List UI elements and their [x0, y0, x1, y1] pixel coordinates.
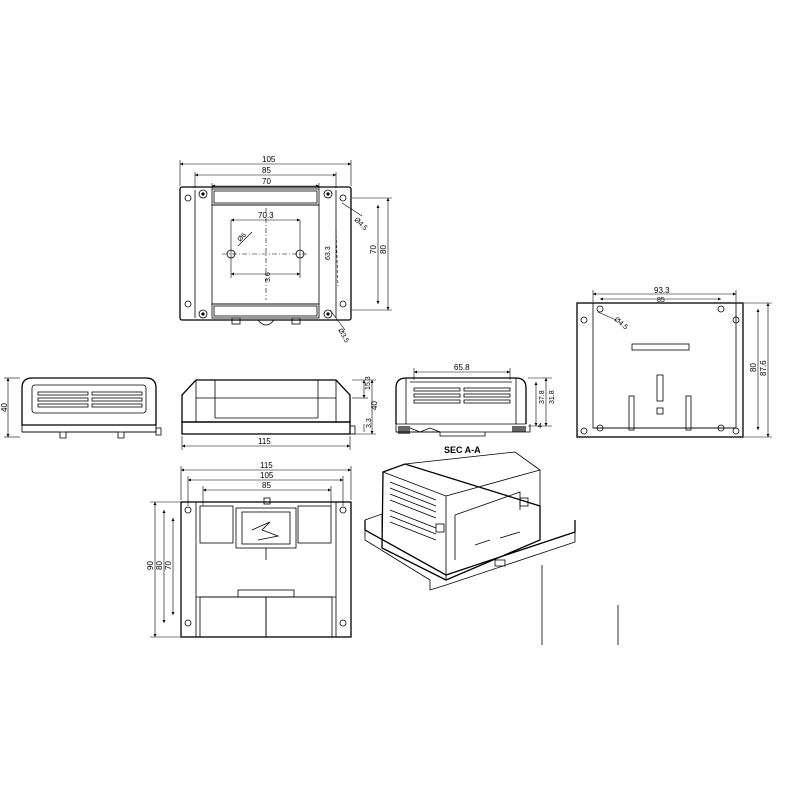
bottom-dim-mid: 105: [260, 471, 274, 480]
front-dim-rail: 3.3: [366, 418, 373, 428]
top-dim-inner-width: 85: [262, 166, 271, 175]
right-dim-hole: Ø4.5: [613, 316, 629, 331]
right-dim-width-inner: 85: [657, 297, 665, 304]
top-dim-height-inner: 70: [369, 245, 378, 254]
top-dim-center-h: 63.3: [325, 246, 332, 260]
top-dim-slot-width: 70: [262, 177, 271, 186]
section-dim-h2: 31.8: [549, 390, 556, 404]
front-dim-top: 15.3: [365, 376, 372, 390]
top-dim-height-outer: 80: [379, 245, 388, 254]
section-label: SEC A-A: [444, 445, 481, 455]
left-view: [4, 377, 162, 439]
bottom-view: [150, 466, 352, 638]
bottom-dim-inner: 85: [262, 481, 271, 490]
front-dim-length: 115: [258, 437, 271, 446]
isometric-view: [364, 451, 619, 645]
bottom-dim-h-mid: 80: [155, 561, 164, 570]
top-dim-hole-spacing: 70.3: [258, 211, 274, 220]
top-view: [179, 160, 392, 331]
top-dim-small: 3.6: [265, 272, 272, 282]
right-dim-height: 80: [749, 363, 758, 372]
bottom-dim-h-outer: 90: [146, 561, 155, 570]
front-view: [181, 379, 376, 450]
section-dim-h1: 37.8: [539, 390, 546, 404]
section-view: [395, 368, 552, 437]
right-dim-height-outer: 87.6: [759, 360, 768, 376]
top-dim-corner-hole: Ø3.5: [336, 328, 350, 345]
top-dim-hole-dia: Ø6: [236, 232, 248, 244]
right-view: [576, 290, 772, 438]
bottom-dim-overall: 115: [260, 461, 273, 470]
section-dim-small: 4: [538, 423, 542, 430]
top-dim-hole-offset: Ø4.5: [353, 216, 369, 232]
front-dim-height: 40: [370, 401, 379, 410]
top-dim-overall-width: 105: [262, 155, 276, 164]
left-dim-height: 40: [0, 403, 9, 412]
section-dim-width: 65.8: [454, 363, 470, 372]
right-dim-width-outer: 93.3: [654, 286, 670, 295]
bottom-dim-h-inner: 70: [164, 561, 173, 570]
